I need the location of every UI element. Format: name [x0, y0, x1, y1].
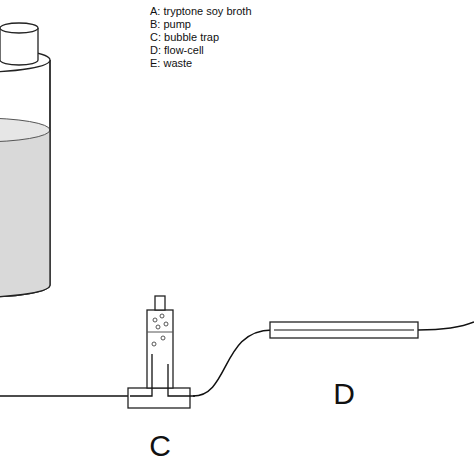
flow-cell: D: [266, 318, 422, 410]
waste-tube: [418, 322, 474, 330]
bubble: [153, 318, 157, 322]
flow-cell-body: [270, 322, 418, 338]
bubble-trap: C: [125, 294, 195, 462]
liquid-surface: [0, 118, 50, 142]
bubble: [152, 342, 156, 346]
bottle-outline: [0, 60, 50, 297]
tube-connector: [193, 330, 272, 396]
bubble: [164, 322, 168, 326]
trap-cap: [155, 296, 165, 310]
trap-base: [128, 388, 190, 408]
trap-level: [147, 332, 173, 333]
legend-list: A: tryptone soy brothB: pumpC: bubble tr…: [150, 5, 252, 70]
trap-inner-tube: [130, 354, 152, 396]
trap-outlet-tube: [168, 364, 195, 396]
flow-channel: [274, 329, 414, 330]
inlet-tube: [0, 395, 130, 397]
part-label: D: flow-cell: [150, 44, 252, 57]
bubble: [160, 314, 164, 318]
part-letter: C: [125, 430, 195, 462]
bubble: [161, 336, 165, 340]
part-letter: D: [266, 378, 422, 410]
part-label: B: pump: [150, 18, 252, 31]
trap-chamber: [147, 310, 173, 388]
bubble: [156, 325, 160, 329]
broth-liquid: [0, 130, 50, 297]
part-label: A: tryptone soy broth: [150, 5, 252, 18]
part-label: C: bubble trap: [150, 31, 252, 44]
part-label: E: waste: [150, 57, 252, 70]
